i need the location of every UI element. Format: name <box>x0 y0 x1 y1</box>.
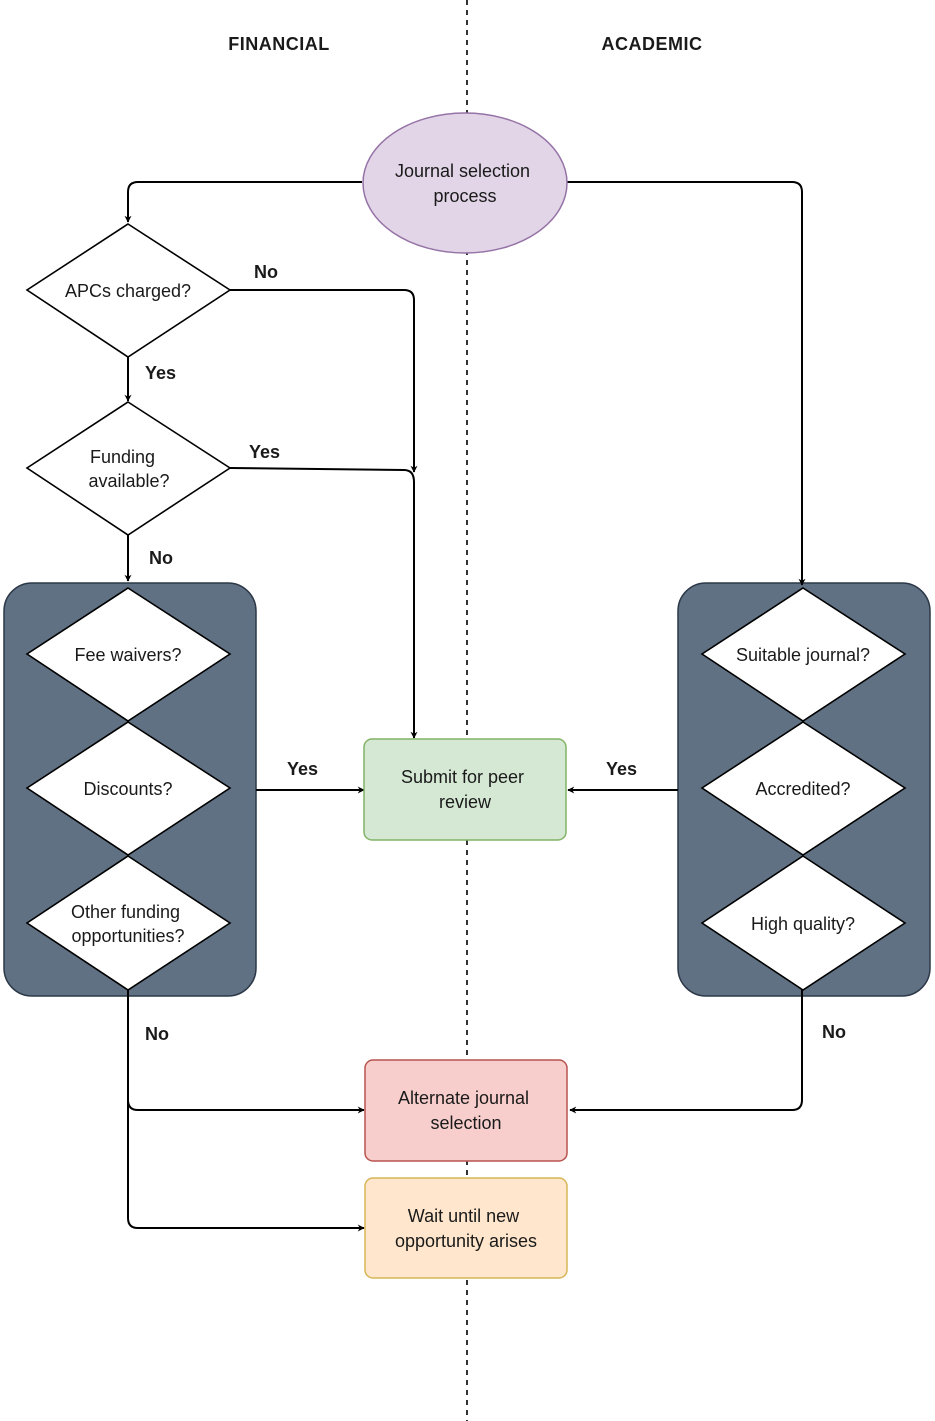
outcome-wait-box <box>365 1178 567 1278</box>
outcome-wait-border <box>364 1177 568 1279</box>
start-ellipse-border <box>362 112 568 254</box>
decision-funding-available-shape <box>25 401 232 536</box>
outcome-wait: Wait until new opportunity arises <box>364 1177 568 1279</box>
edge-label-apcs-yes: Yes <box>145 363 176 383</box>
outcome-alternate-box <box>365 1060 567 1161</box>
outcome-submit-line-1: Submit for peer <box>401 767 524 787</box>
edge-label-academic-no: No <box>822 1022 846 1042</box>
edge-start-to-suitable <box>566 181 806 586</box>
decision-suitable-journal: Suitable journal? <box>700 587 907 722</box>
edge-apcs-no <box>230 289 418 473</box>
decision-accredited: Accredited? <box>700 721 907 856</box>
decision-funding-available-line-2: available? <box>88 471 169 491</box>
lane-heading-financial: FINANCIAL <box>228 34 330 54</box>
decision-apcs-charged: APCs charged? <box>25 223 232 358</box>
decision-funding-available: Funding available? <box>25 401 232 536</box>
edge-label-apcs-no: No <box>254 262 278 282</box>
start-label-line-1: Journal selection <box>395 161 530 181</box>
outcome-wait-line-2: opportunity arises <box>395 1231 537 1251</box>
start-label-line-2: process <box>433 186 496 206</box>
outcome-submit-line-2: review <box>439 792 492 812</box>
outcome-submit-border <box>363 738 567 841</box>
decision-other-funding-label: Other funding opportunities? <box>71 902 185 946</box>
outcome-submit-label: Submit for peer review <box>401 767 529 812</box>
edge-financial-no-wait <box>127 1100 365 1232</box>
edge-label-academic-yes: Yes <box>606 759 637 779</box>
edge-funding-yes <box>229 467 418 739</box>
edge-label-financial-no: No <box>145 1024 169 1044</box>
outcome-alternate: Alternate journal selection <box>364 1059 568 1162</box>
start-node: Journal selection process <box>362 112 568 254</box>
decision-high-quality-label: High quality? <box>751 914 855 934</box>
decision-apcs-charged-shape <box>25 223 232 358</box>
decision-other-funding-line-2: opportunities? <box>71 926 184 946</box>
outcome-submit: Submit for peer review <box>363 738 567 841</box>
decision-accredited-shape <box>700 721 907 856</box>
decision-discounts-shape <box>25 721 232 856</box>
decision-funding-available-line-1: Funding <box>90 447 155 467</box>
decision-funding-available-label: Funding available? <box>88 447 169 491</box>
outcome-alternate-line-2: selection <box>430 1113 501 1133</box>
outcome-wait-line-1: Wait until new <box>408 1206 520 1226</box>
outcome-alternate-line-1: Alternate journal <box>398 1088 529 1108</box>
lane-heading-academic: ACADEMIC <box>602 34 703 54</box>
decision-other-funding-line-1: Other funding <box>71 902 180 922</box>
decision-other-funding-shape <box>25 855 232 991</box>
decision-fee-waivers-shape <box>25 587 232 722</box>
outcome-submit-box <box>364 739 566 840</box>
edge-start-to-apcs <box>124 181 362 223</box>
edge-academic-no <box>569 990 803 1114</box>
decision-high-quality-shape <box>700 855 907 991</box>
decision-discounts-label: Discounts? <box>83 779 172 799</box>
decision-other-funding: Other funding opportunities? <box>25 855 232 991</box>
outcome-alternate-label: Alternate journal selection <box>398 1088 534 1133</box>
decision-fee-waivers: Fee waivers? <box>25 587 232 722</box>
start-label: Journal selection process <box>395 161 535 206</box>
outcome-alternate-border <box>364 1059 568 1162</box>
start-ellipse <box>363 113 567 253</box>
outcome-wait-label: Wait until new opportunity arises <box>395 1206 537 1251</box>
decision-suitable-journal-label: Suitable journal? <box>736 645 870 665</box>
edge-labels: No Yes Yes No Yes Yes No No <box>145 262 846 1044</box>
connectors <box>124 181 806 1232</box>
decision-fee-waivers-label: Fee waivers? <box>74 645 181 665</box>
edge-financial-no-alternate <box>127 990 365 1114</box>
edge-label-financial-yes: Yes <box>287 759 318 779</box>
edge-label-funding-yes: Yes <box>249 442 280 462</box>
edge-label-funding-no: No <box>149 548 173 568</box>
decision-discounts: Discounts? <box>25 721 232 856</box>
decision-high-quality: High quality? <box>700 855 907 991</box>
decision-accredited-label: Accredited? <box>755 779 850 799</box>
decision-apcs-charged-label: APCs charged? <box>65 281 191 301</box>
decision-suitable-journal-shape <box>700 587 907 722</box>
